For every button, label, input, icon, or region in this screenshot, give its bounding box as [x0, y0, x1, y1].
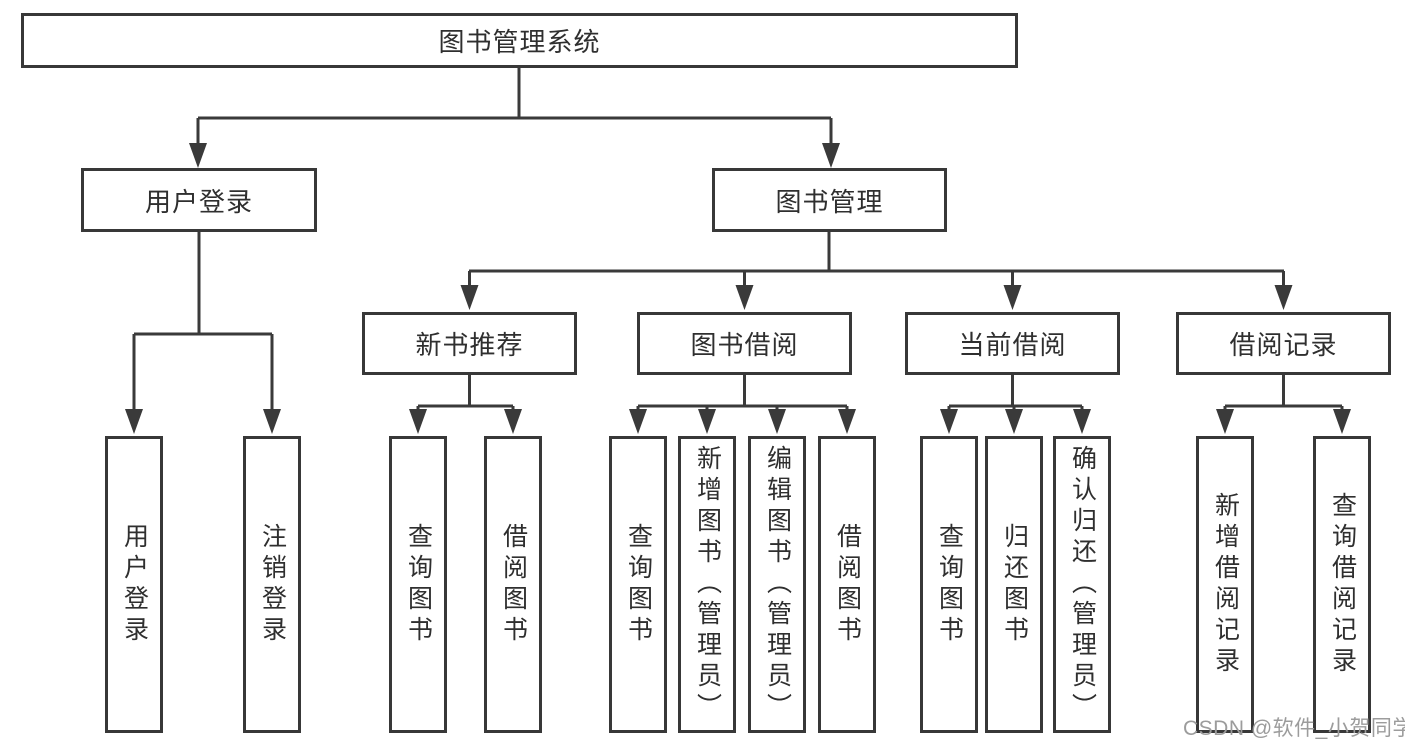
node-label: 图书管理: [775, 186, 884, 217]
node-new-book-recommend: 新书推荐: [362, 312, 577, 375]
csdn-watermark: CSDN @软件_小贺同学: [1183, 717, 1405, 740]
leaf-borrow-borrow-books: 借阅图书: [818, 436, 876, 733]
leaf-label: 借阅图书: [833, 522, 862, 647]
leaf-label: 借阅图书: [499, 522, 528, 647]
node-label: 新书推荐: [415, 330, 524, 360]
node-user-login: 用户登录: [81, 168, 317, 232]
leaf-logout: 注销登录: [243, 436, 301, 733]
leaf-label: 编辑图书（管理员）: [763, 445, 792, 724]
node-label: 图书借阅: [690, 330, 799, 360]
node-book-management: 图书管理: [712, 168, 947, 232]
node-label: 借阅记录: [1229, 330, 1338, 360]
leaf-label: 确认归还（管理员）: [1068, 445, 1097, 724]
node-label: 当前借阅: [958, 330, 1067, 360]
leaf-records-add-borrow-record: 新增借阅记录: [1196, 436, 1254, 733]
leaf-newbook-query-books: 查询图书: [389, 436, 447, 733]
leaf-borrow-query-books: 查询图书: [609, 436, 667, 733]
node-current-borrow: 当前借阅: [905, 312, 1120, 375]
leaf-label: 查询图书: [404, 522, 433, 647]
node-book-borrow: 图书借阅: [637, 312, 852, 375]
leaf-label: 查询借阅记录: [1328, 491, 1357, 678]
leaf-user-login: 用户登录: [105, 436, 163, 733]
leaf-current-return-books: 归还图书: [985, 436, 1043, 733]
leaf-label: 新增借阅记录: [1211, 491, 1240, 678]
leaf-label: 新增图书（管理员）: [693, 445, 722, 724]
leaf-label: 用户登录: [120, 522, 149, 647]
node-root-system: 图书管理系统: [21, 13, 1018, 68]
node-label: 图书管理系统: [438, 27, 601, 57]
leaf-borrow-edit-books-admin: 编辑图书（管理员）: [748, 436, 806, 733]
node-borrow-records: 借阅记录: [1176, 312, 1391, 375]
leaf-current-confirm-return-admin: 确认归还（管理员）: [1053, 436, 1111, 733]
leaf-records-query-borrow-record: 查询借阅记录: [1313, 436, 1371, 733]
leaf-label: 查询图书: [935, 522, 964, 647]
node-label: 用户登录: [144, 186, 253, 217]
leaf-newbook-borrow-books: 借阅图书: [484, 436, 542, 733]
leaf-label: 注销登录: [258, 522, 287, 647]
leaf-label: 归还图书: [1000, 522, 1029, 647]
leaf-label: 查询图书: [624, 522, 653, 647]
leaf-current-query-books: 查询图书: [920, 436, 978, 733]
leaf-borrow-add-books-admin: 新增图书（管理员）: [678, 436, 736, 733]
